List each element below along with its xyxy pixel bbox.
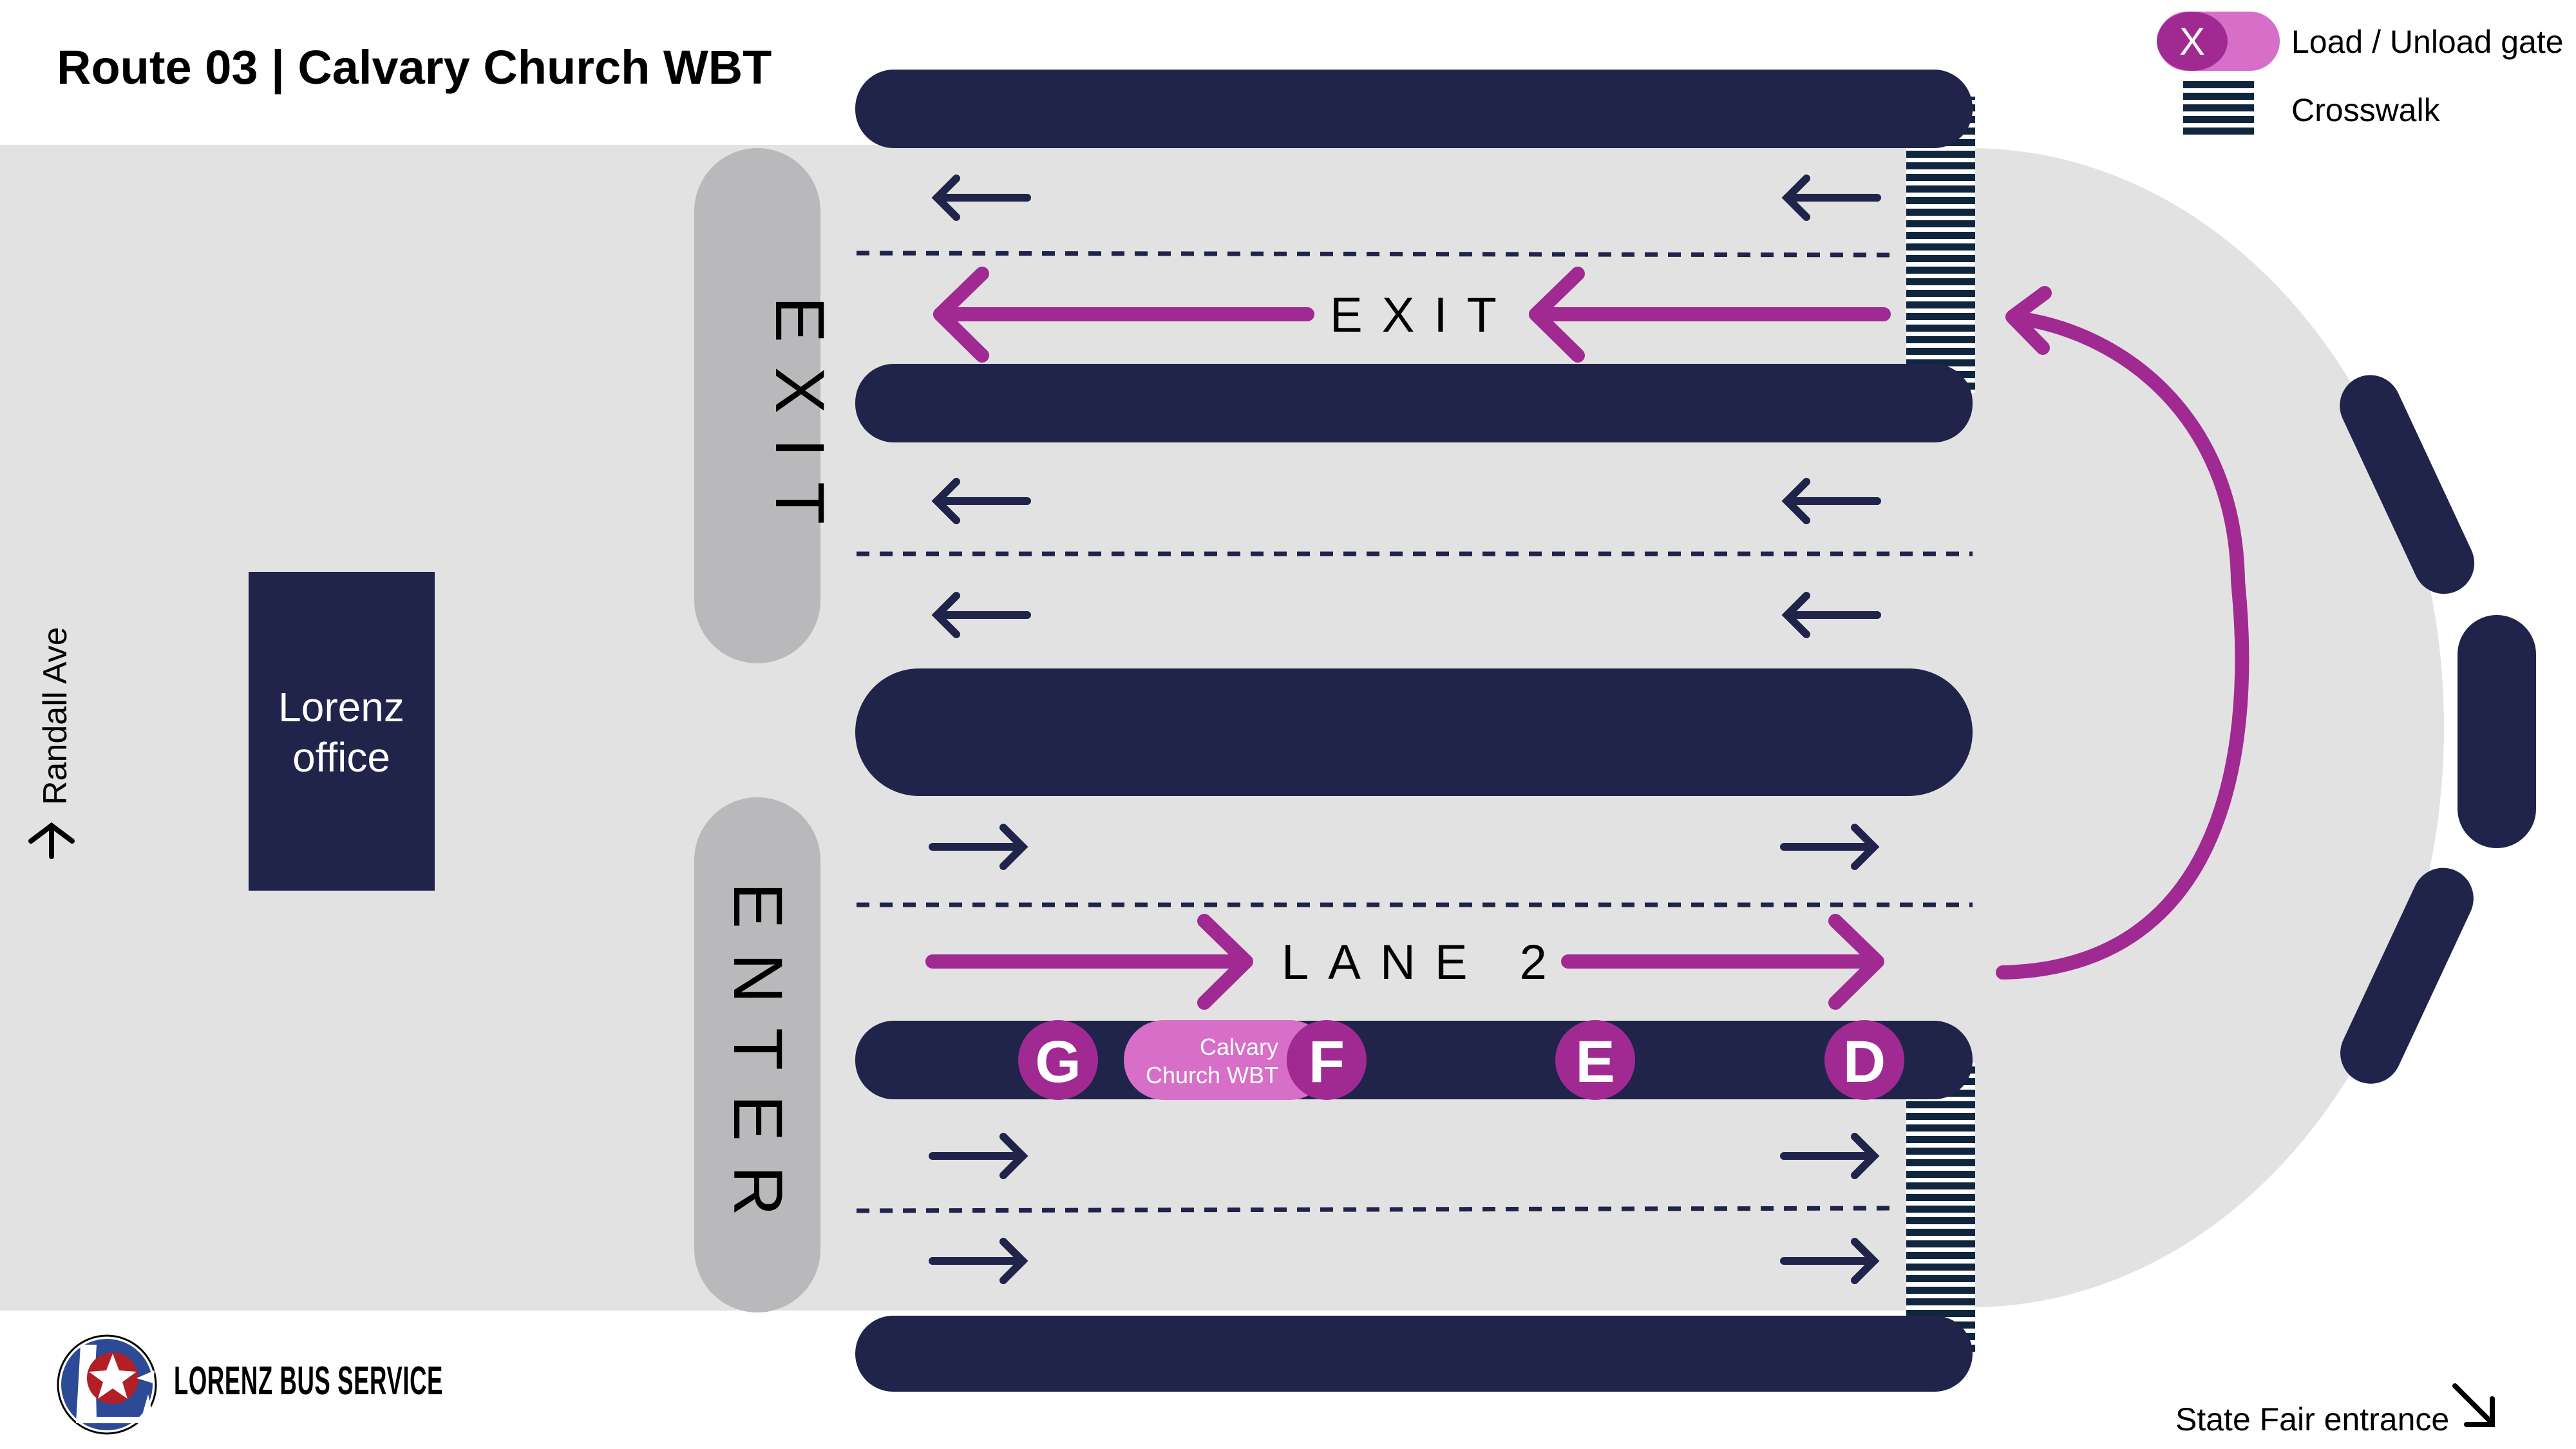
gate-e[interactable]: E: [1555, 1020, 1635, 1100]
stop-name-line1: Calvary: [1200, 1034, 1278, 1060]
lane-divider-4: [856, 1206, 1900, 1213]
arrow-left-icon: [931, 478, 1031, 524]
gate-marker: [1555, 1020, 1635, 1100]
legend-gate-symbol: X: [2157, 12, 2280, 71]
gate-d[interactable]: D: [1824, 1020, 1904, 1100]
legend: X Load / Unload gate Crosswalk: [2157, 12, 2564, 138]
turnaround-route-arrow: [1996, 286, 2249, 980]
arrow-left-icon: [931, 175, 1031, 221]
arrow-right-icon: [1780, 1238, 1880, 1284]
arrow-up-icon: [28, 822, 75, 859]
gate-marker: [1018, 1020, 1098, 1100]
street-label: Randall Ave: [37, 627, 74, 805]
lane-divider-1: [856, 251, 1900, 258]
legend-crosswalk-icon: [2183, 80, 2254, 138]
legend-gate-label: Load / Unload gate: [2291, 24, 2564, 60]
state-fair-entrance-label: State Fair entrance: [2175, 1401, 2449, 1437]
page-title: Route 03 | Calvary Church WBT: [57, 41, 772, 95]
gate-marker: [1824, 1020, 1904, 1100]
arrow-left-icon: [1781, 478, 1881, 524]
arrow-right-icon: [929, 1238, 1028, 1284]
curb-segment-bottom: [2340, 867, 2474, 1084]
curb-segment-top: [2340, 375, 2475, 594]
arrow-right-icon: [929, 824, 1028, 870]
lorenz-office-building: [249, 572, 435, 891]
exit-island-label: EXIT: [761, 296, 839, 549]
platform-3: [855, 668, 1973, 796]
stop-name-line2: Church WBT: [1146, 1062, 1278, 1088]
gate-letter: D: [1843, 1029, 1886, 1095]
arrow-left-icon: [931, 592, 1031, 638]
platform-5: [855, 1316, 1973, 1392]
lane2-route-arrow-left: [925, 914, 1253, 1010]
gate-marker: [1287, 1020, 1367, 1100]
office-label-line2: office: [292, 734, 390, 781]
lorenz-logo: [57, 1334, 157, 1435]
arrow-right-icon: [929, 1133, 1028, 1179]
gate-stop-calvary-church[interactable]: Calvary Church WBT: [1124, 1020, 1330, 1100]
exit-route-arrow-right: [1529, 267, 1891, 363]
platform-2: [855, 364, 1973, 442]
gate-letter: F: [1309, 1029, 1345, 1095]
legend-crosswalk-label: Crosswalk: [2291, 92, 2441, 128]
exit-route-arrow-left: [933, 267, 1314, 363]
arrow-down-right-icon: [2452, 1383, 2495, 1427]
stop-highlight: [1124, 1020, 1330, 1100]
legend-gate-letter: X: [2179, 20, 2205, 63]
lane2-route-arrow-right: [1561, 914, 1884, 1010]
office-label-line1: Lorenz: [278, 684, 404, 730]
enter-island-label: ENTER: [719, 882, 797, 1240]
enter-island: [694, 797, 820, 1312]
arrow-right-icon: [1780, 824, 1880, 870]
crosswalk-bottom: [1906, 1063, 1975, 1352]
arrow-left-icon: [1781, 175, 1881, 221]
brand-name: LORENZ BUS SERVICE: [174, 1359, 443, 1403]
arrow-right-icon: [1780, 1133, 1880, 1179]
gate-letter: E: [1575, 1029, 1615, 1095]
arrow-left-icon: [1781, 592, 1881, 638]
gate-g[interactable]: G: [1018, 1020, 1098, 1100]
exit-lane-label: EXIT: [1330, 288, 1516, 343]
curb-segment-middle: [2458, 615, 2536, 848]
exit-island: [694, 148, 820, 663]
lane2-label: LANE 2: [1282, 935, 1566, 990]
gate-letter: G: [1035, 1029, 1081, 1095]
platform-1: [855, 70, 1973, 148]
gate-f[interactable]: F: [1287, 1020, 1367, 1100]
